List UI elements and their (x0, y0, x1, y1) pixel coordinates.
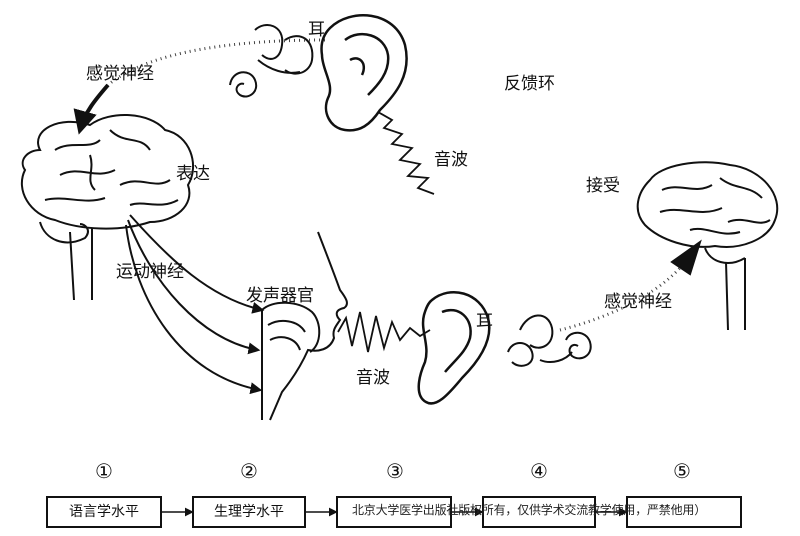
vocal-organ-head-icon (261, 231, 348, 421)
ear-bottom-icon (417, 291, 491, 405)
label-feedback-loop: 反馈环 (504, 74, 555, 94)
level-number-4: ④ (530, 459, 548, 483)
label-sound-wave-top: 音波 (434, 150, 468, 170)
sensory-nerve-bottom-arrow (670, 239, 702, 276)
copyright-watermark: 北京大学医学出版社版权所有，仅供学术交流教学使用，严禁他用） (352, 503, 707, 517)
sound-wave-bottom (337, 311, 431, 353)
level-number-5: ⑤ (673, 459, 691, 483)
inner-ear-bottom-icon (507, 314, 592, 367)
sensory-nerve-top-path (107, 38, 326, 87)
label-vocal-organ: 发声器官 (246, 286, 314, 306)
motor-nerve-arrows (125, 214, 265, 395)
level-number-1: ① (95, 459, 113, 483)
listener-brain-icon (636, 161, 779, 331)
level-box-5 (626, 496, 742, 528)
level-number-3: ③ (386, 459, 404, 483)
sensory-nerve-top-arrow (73, 83, 110, 135)
label-motor-nerve: 运动神经 (116, 262, 184, 282)
label-ear-bottom: 耳 (476, 312, 493, 332)
level-box-1: 语言学水平 (46, 496, 162, 528)
ear-top-icon (320, 14, 408, 132)
label-sound-wave-bottom: 音波 (356, 368, 390, 388)
label-receive: 接受 (586, 176, 620, 196)
level-box-2: 生理学水平 (192, 496, 306, 528)
level-box-3 (336, 496, 452, 528)
label-sensory-nerve-top: 感觉神经 (86, 64, 154, 84)
level-box-4 (482, 496, 596, 528)
level-number-2: ② (240, 459, 258, 483)
sound-wave-top (377, 111, 435, 195)
inner-ear-top-icon (229, 24, 314, 98)
label-express: 表达 (176, 164, 210, 184)
label-sensory-nerve-bottom: 感觉神经 (604, 292, 672, 312)
label-ear-top: 耳 (308, 20, 325, 40)
